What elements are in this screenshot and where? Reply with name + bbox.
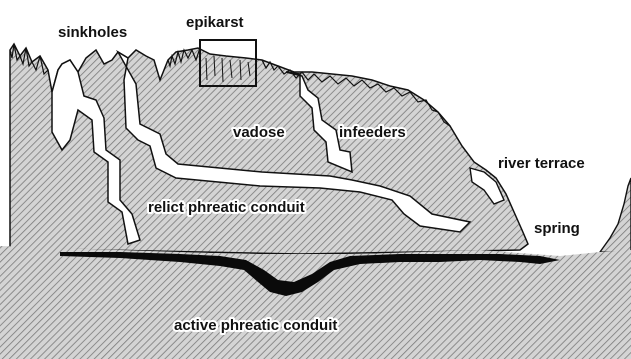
label-sinkholes: sinkholes xyxy=(58,24,127,41)
label-relict-conduit: relict phreatic conduit xyxy=(148,199,305,216)
label-vadose: vadose xyxy=(233,124,285,141)
label-spring: spring xyxy=(534,220,580,237)
label-river-terrace: river terrace xyxy=(498,155,585,172)
label-epikarst: epikarst xyxy=(186,14,244,31)
label-infeeders: infeeders xyxy=(339,124,406,141)
label-active-conduit: active phreatic conduit xyxy=(174,317,337,334)
